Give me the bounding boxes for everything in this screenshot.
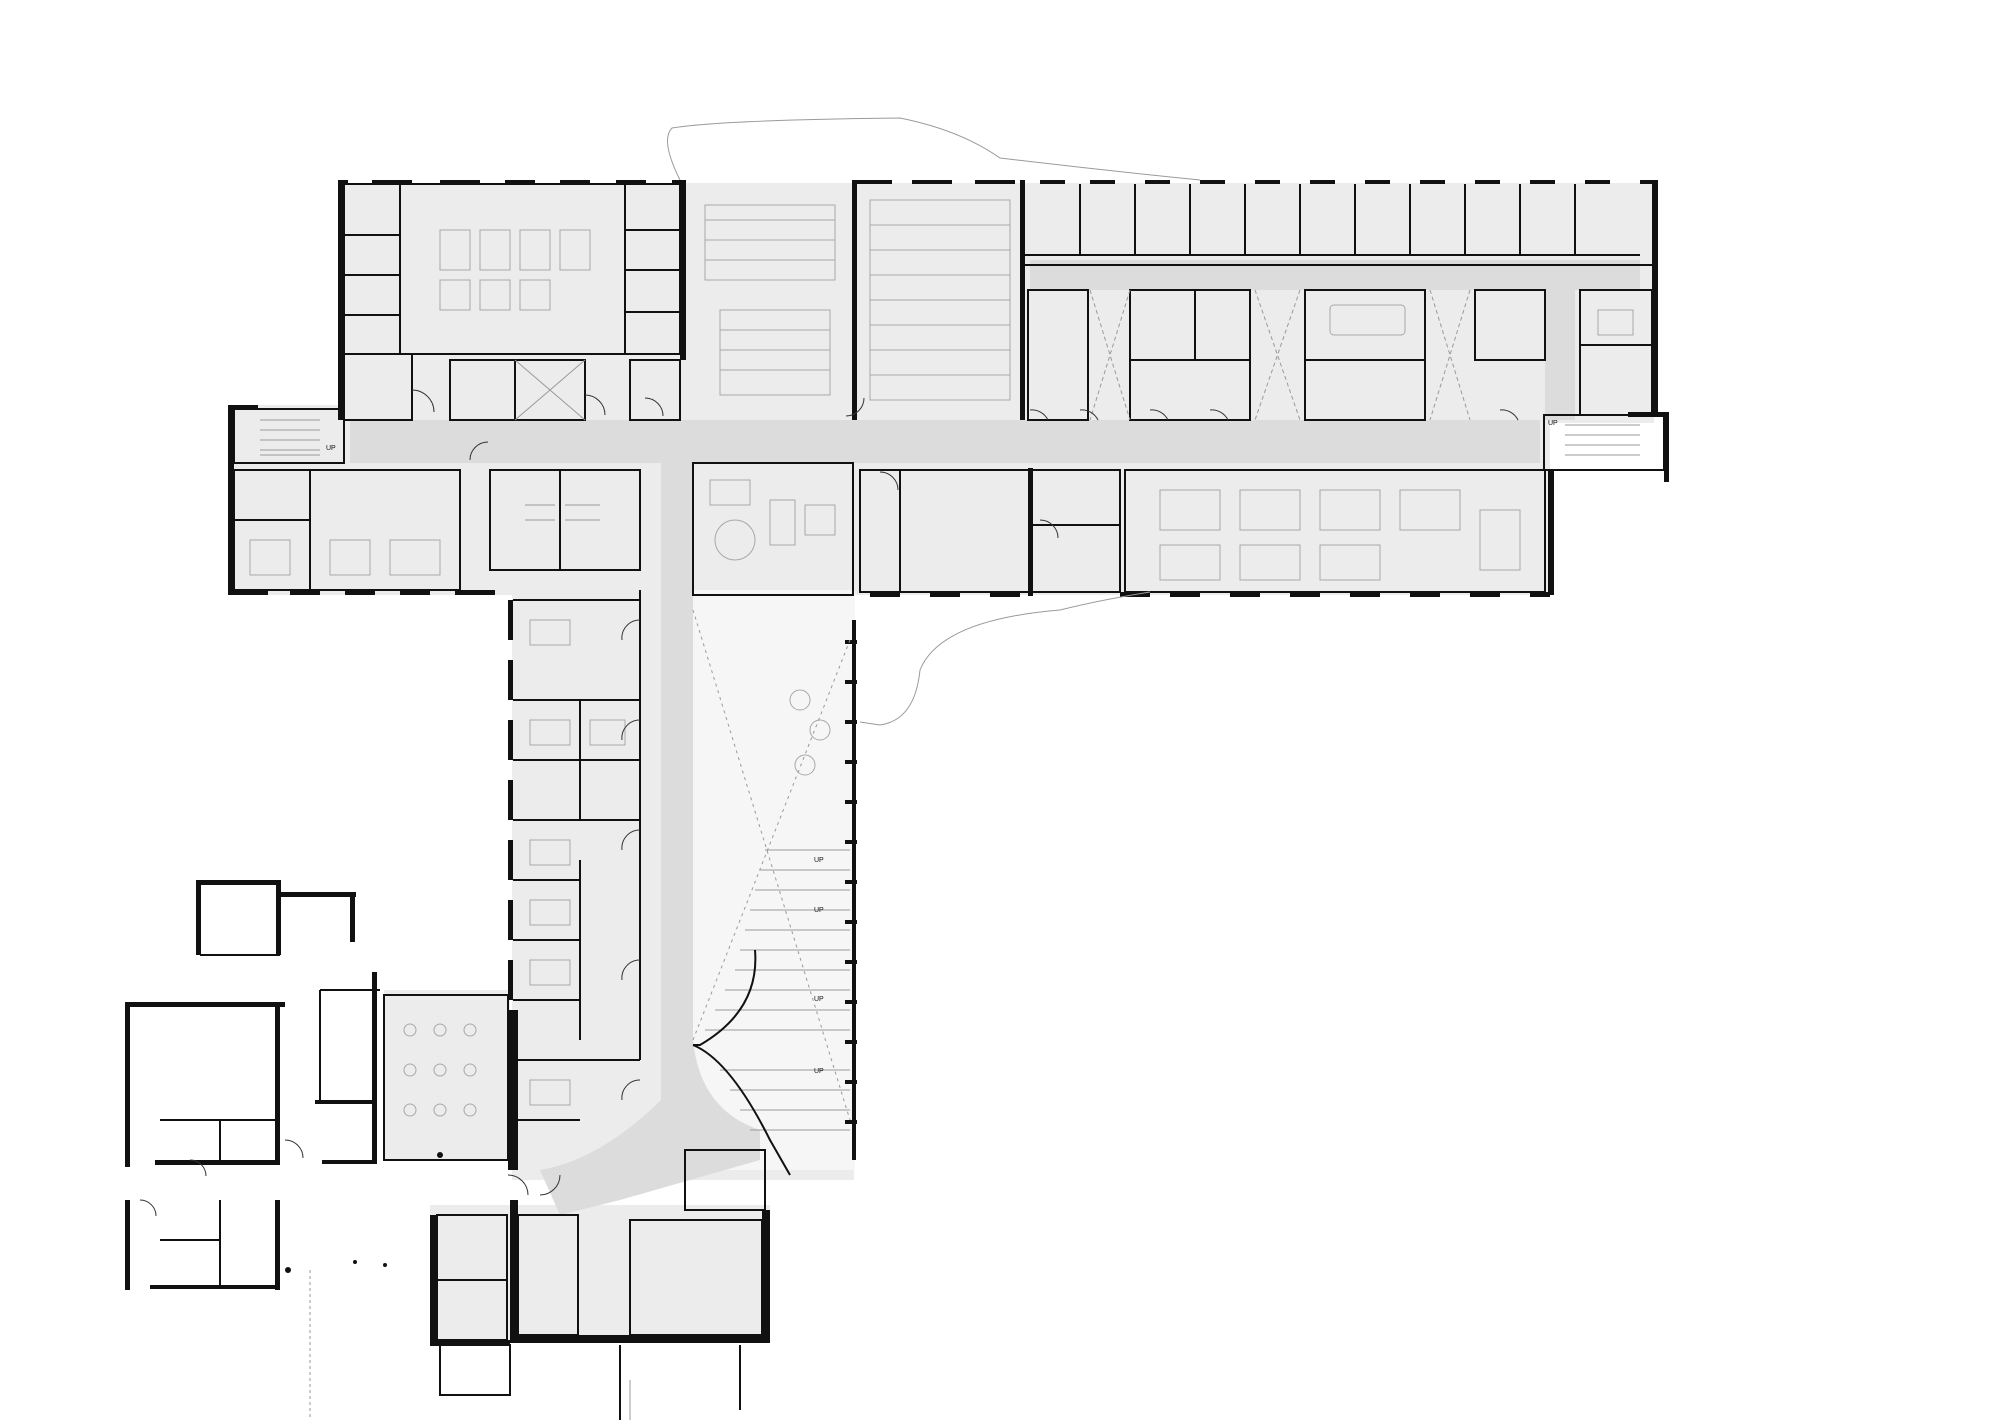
up-label-east-stair: UP <box>1548 420 1558 427</box>
conference-table <box>1329 304 1406 336</box>
site-markers <box>285 1152 443 1273</box>
doors <box>139 389 1519 1217</box>
furniture <box>249 199 1634 1117</box>
interior-walls <box>160 183 1665 1420</box>
office-desk <box>1597 309 1634 336</box>
corridor-bend <box>540 1040 760 1215</box>
desk-cluster-east <box>1159 489 1521 581</box>
seminar-chairs <box>403 1023 477 1117</box>
classroom-seating-1 <box>704 204 836 396</box>
up-label-ramp-1: UP <box>814 857 824 864</box>
up-label-ramp-4: UP <box>814 1068 824 1075</box>
up-label-ramp-3: UP <box>814 996 824 1003</box>
corridors <box>350 260 1640 1215</box>
up-label-west-stair: UP <box>326 445 336 452</box>
floor-fills <box>230 183 1654 1340</box>
labels: UP UP UP UP UP UP <box>326 420 1558 1075</box>
desk-cluster-nw <box>439 229 591 311</box>
north-south-corridor <box>661 463 693 1043</box>
main-east-west-corridor <box>350 420 1540 463</box>
lounge-seating <box>709 479 836 561</box>
site-contours <box>309 117 1201 1420</box>
grand-stair <box>692 609 851 1176</box>
classroom-seating-2 <box>869 199 1011 401</box>
up-label-ramp-2: UP <box>814 907 824 914</box>
